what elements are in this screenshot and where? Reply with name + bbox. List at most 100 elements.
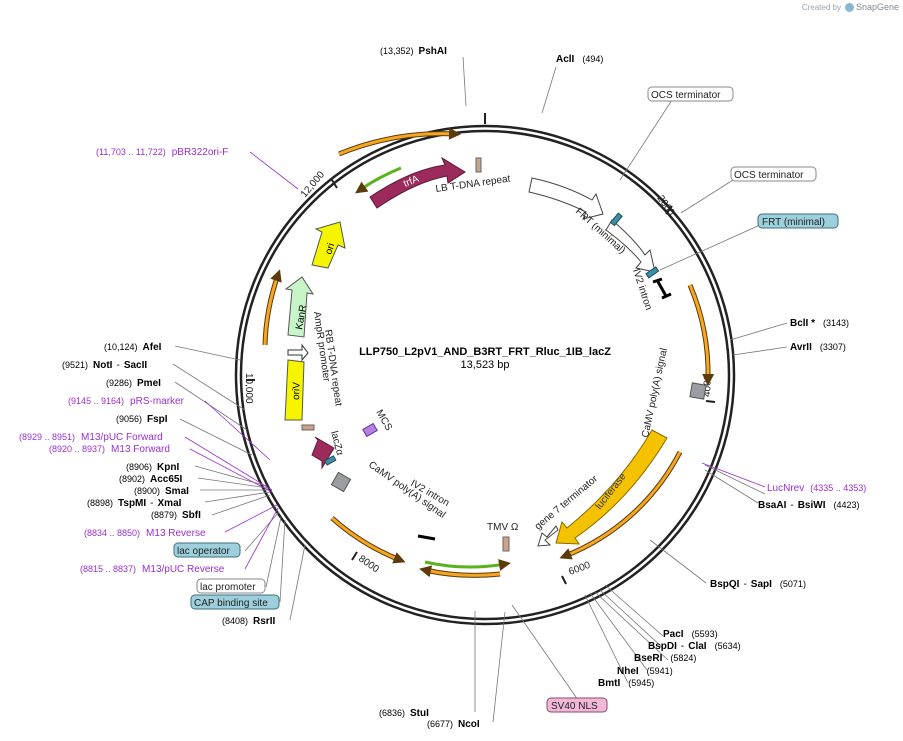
paci-pos: (5593) [692,629,718,639]
bspdi-name: BspDI [648,641,677,652]
afei-pos: (10,124) [104,342,138,352]
bmti-pos: (5945) [628,678,654,688]
m13puc-rev-pos: (8815 .. 8837) [80,564,136,574]
svg-text:(8929 .. 8951)M13/pUC Forward: (8929 .. 8951)M13/pUC Forward [19,432,163,443]
mcs-box [362,422,378,438]
feature-green-top [355,166,402,194]
ori-label: ori [323,242,337,256]
stui-pos: (6836) [379,708,405,718]
svg-text:(8879)SbfI: (8879)SbfI [151,510,201,521]
lucnrev-pos: (4335 .. 4353) [810,483,866,493]
smai-pos: (8900) [134,486,160,496]
m13-rev-pos: (8834 .. 8850) [84,528,140,538]
noti-pos: (9521) [62,360,88,370]
pshai-name: PshAI [419,46,448,57]
oriV-arrow [284,359,305,421]
svg-text:(6677)NcoI: (6677) NcoI [427,719,480,730]
oriV-label: oriV [291,382,303,400]
ori-arrow [311,221,346,269]
primer-labels: (11,703 .. 11,722)pBR322ori-F LucNrev (43… [19,147,866,575]
ncoi-name: NcoI [458,719,480,730]
svg-text:(8408)RsrII: (8408)RsrII [222,616,275,627]
svg-text:(8906)KpnI: (8906)KpnI [126,462,179,473]
bseri-name: BseRI [634,653,663,664]
snapgene-credit: Created by SnapGene [802,2,899,12]
backbone [234,124,736,626]
avrii-name: AvrII [790,342,812,353]
cap-binding-site-label: CAP binding site [194,598,268,609]
pmei-pos: (9286) [106,378,132,388]
snapgene-logo-icon [844,2,854,12]
intron-marker-left [417,534,436,541]
bspqi-name: BspQI [710,579,740,590]
svg-text:BspQI-SapI(5071): BspQI-SapI(5071) [710,579,806,590]
tick-10000: 10,000 [243,373,254,404]
sacii-name: SacII [124,360,148,371]
svg-text:(9056)FspI: (9056)FspI [116,414,168,425]
ampr-promoter-arrow [287,343,309,362]
frt-box-2 [645,266,660,279]
acc65i-name: Acc65I [150,474,182,485]
gene7-terminator-arrow [537,525,559,547]
bspdi-pos: (5634) [715,641,741,651]
lb-repeat-box [475,157,482,173]
rb-repeat-box [301,424,315,431]
plasmid-size: 13,523 bp [461,359,510,371]
svg-text:BsaAI-BsiWI(4423): BsaAI-BsiWI(4423) [758,500,860,511]
acli-pos: (494) [582,54,603,64]
nhei-name: NheI [617,666,639,677]
svg-text:(10,124)AfeI: (10,124)AfeI [104,342,162,353]
label-tmv: TMV Ω [487,522,519,533]
svg-text:(8920 .. 8937)M13 Forward: (8920 .. 8937)M13 Forward [49,444,170,455]
plasmid-name: LLP750_L2pV1_AND_B3RT_FRT_Rluc_1IB_lacZ [359,346,611,358]
bcli-pos: (3143) [823,318,849,328]
sapi-name: SapI [751,579,772,590]
credit-brand: SnapGene [855,2,899,12]
lucnrev-name: LucNrev [767,483,804,494]
tmv-box [502,536,510,552]
lac-operator-label: lac operator [177,546,230,557]
paci-name: PacI [663,629,684,640]
svg-text:NheI(5941): NheI(5941) [617,666,673,677]
tick-6000: 6000 [567,560,592,578]
luciferase-arrow [555,429,668,545]
stui-name: StuI [410,708,429,719]
bsiwi-name: BsiWI [798,500,826,511]
bsaai-name: BsaAI [758,500,787,511]
tspmi-pos: (8898) [87,498,113,508]
svg-text:(9521)NotI-SacII: (9521)NotI-SacII [62,360,147,371]
svg-text:BspDI-ClaI(5634): BspDI-ClaI(5634) [648,641,741,652]
feature-orange-bottom-left [330,516,401,563]
kanr-arrow [284,276,315,338]
svg-text:(11,703 .. 11,722)pBR322ori-F: (11,703 .. 11,722)pBR322ori-F [96,147,228,158]
kanr-label: KanR [294,304,309,331]
m13puc-fwd-name: M13/pUC Forward [81,432,163,443]
fspi-name: FspI [147,414,168,425]
lacZa-arrow [311,436,335,470]
bseri-pos: (5824) [670,653,696,663]
sbfi-pos: (8879) [151,510,177,520]
pbr322ori-pos: (11,703 .. 11,722) [96,147,166,157]
leader-lines [172,56,788,723]
xmai-name: XmaI [158,498,182,509]
svg-text:(8900)SmaI: (8900)SmaI [134,486,189,497]
bsaai-pos: (4423) [833,500,859,510]
ncoi-pos: (6677) [427,719,453,729]
label-lb-tdna: LB T-DNA repeat [435,174,511,195]
tick-8000: 8000 [356,553,381,575]
kpni-name: KpnI [157,462,179,473]
svg-text:(8902)Acc65I: (8902)Acc65I [119,474,182,485]
camv-box-right [689,382,707,400]
svg-text:BmtI(5945): BmtI(5945) [598,678,654,689]
ticks [246,113,716,585]
svg-text:BseRI(5824): BseRI (5824) [634,653,696,664]
label-camv-right: CaMV poly(A) signal [640,347,670,438]
trfA-arrow [369,156,466,209]
enzyme-labels: (13,352)PshAI AclI(494) BclI *(3143) Avr… [62,46,860,730]
camv-box-left [330,471,352,493]
prs-marker-name: pRS-marker [130,396,185,407]
rsrii-name: RsrII [253,616,275,627]
prs-marker-pos: (9145 .. 9164) [68,396,124,406]
ocs-terminator-label-2: OCS terminator [734,170,804,181]
